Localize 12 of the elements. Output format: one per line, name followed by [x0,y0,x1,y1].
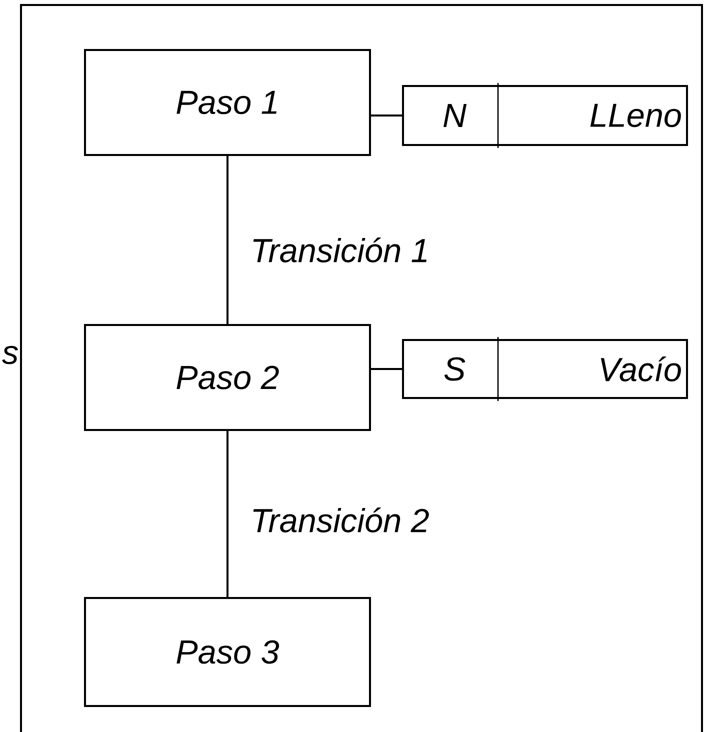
step-box: Paso 1 [84,49,371,156]
text-fragment: s [2,346,18,364]
step-box: Paso 2 [84,324,371,431]
action-box: S Vacío [402,337,688,401]
connector-line [371,368,402,370]
step-box: Paso 3 [84,597,371,707]
transition-label: Transición 1 [253,238,427,262]
action-box: N LLeno [402,83,688,148]
transition-label: Transición 2 [253,508,429,532]
connector-line [226,431,228,597]
connector-line [371,114,402,116]
connector-line [226,156,228,324]
